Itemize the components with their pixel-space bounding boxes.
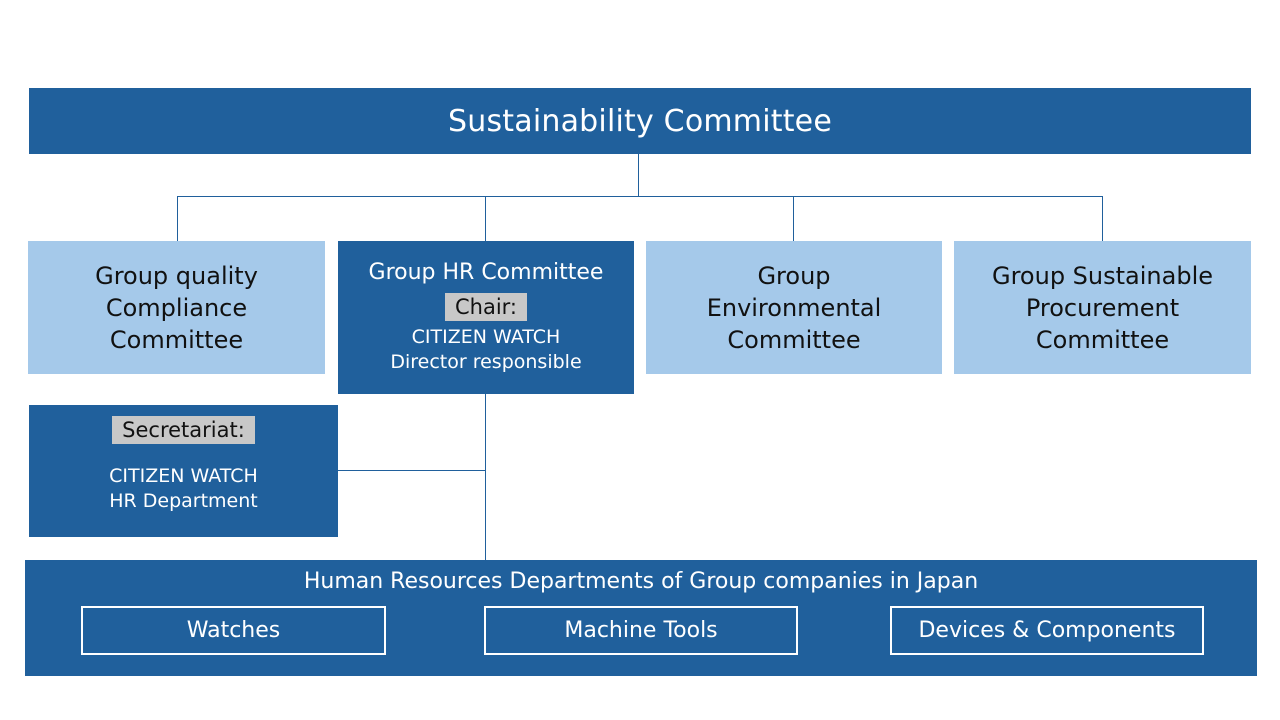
secretariat-box: Secretariat: CITIZEN WATCH HR Department [29, 405, 338, 537]
environmental-line-3: Committee [727, 325, 861, 354]
environmental-line-2: Environmental [706, 293, 882, 322]
connector-drop-quality [177, 196, 178, 241]
sustainability-committee-title: Sustainability Committee [448, 103, 832, 139]
sustainability-committee-box: Sustainability Committee [29, 88, 1251, 154]
unit-machine-tools: Machine Tools [484, 606, 798, 655]
environmental-committee-box: Group Environmental Committee [646, 241, 942, 374]
unit-devices-components: Devices & Components [890, 606, 1204, 655]
quality-line-1: Group quality [95, 261, 258, 290]
quality-compliance-committee-box: Group quality Compliance Committee [28, 241, 325, 374]
hr-committee-title: Group HR Committee [368, 260, 604, 285]
unit-watches: Watches [81, 606, 386, 655]
chair-tag: Chair: [444, 293, 527, 321]
hr-committee-box: Group HR Committee Chair: CITIZEN WATCH … [338, 241, 634, 394]
connector-secretariat [338, 470, 486, 471]
connector-top-vertical [638, 153, 639, 196]
procurement-line-1: Group Sustainable [991, 261, 1213, 290]
quality-line-2: Compliance [105, 293, 248, 322]
chair-line-2: Director responsible [390, 351, 582, 373]
connector-drop-hr [485, 196, 486, 241]
connector-horizontal-bus [177, 196, 1103, 197]
chair-line-1: CITIZEN WATCH [411, 326, 561, 348]
environmental-line-1: Group [757, 261, 831, 290]
connector-drop-procurement [1102, 196, 1103, 241]
connector-drop-environmental [793, 196, 794, 241]
secretariat-tag: Secretariat: [112, 416, 255, 444]
secretariat-line-2: HR Department [109, 490, 258, 512]
procurement-line-3: Committee [1035, 325, 1170, 354]
hr-departments-box: Human Resources Departments of Group com… [25, 560, 1257, 676]
hr-departments-title: Human Resources Departments of Group com… [303, 569, 979, 594]
connector-hr-down [485, 393, 486, 560]
procurement-line-2: Procurement [1025, 293, 1180, 322]
secretariat-line-1: CITIZEN WATCH [109, 465, 258, 487]
procurement-committee-box: Group Sustainable Procurement Committee [954, 241, 1251, 374]
quality-line-3: Committee [109, 325, 244, 354]
